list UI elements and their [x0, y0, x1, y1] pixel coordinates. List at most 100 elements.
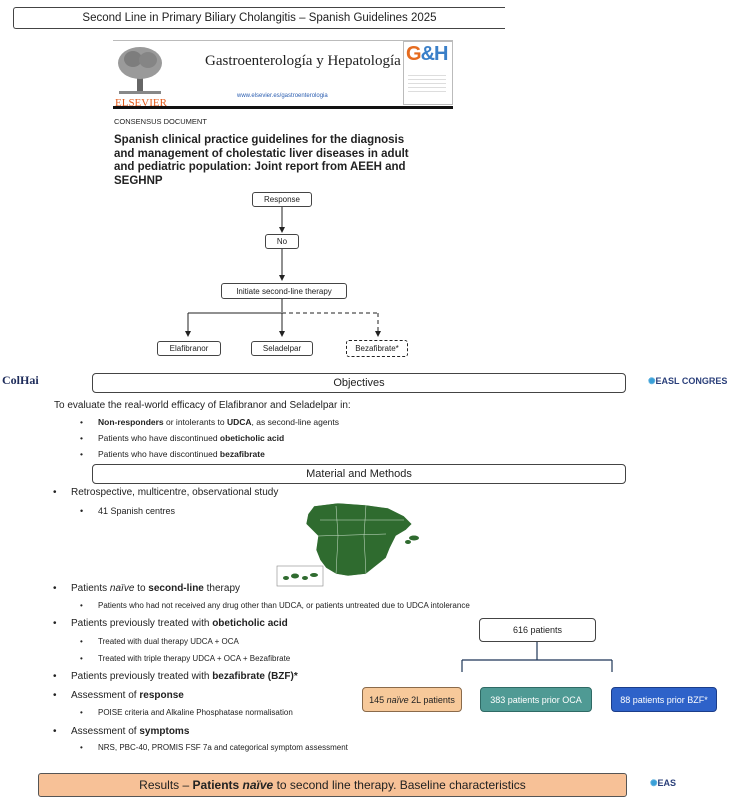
oca-patients-label: 383 patients prior OCA — [490, 694, 582, 705]
results-banner: Results – Patients naïve to second line … — [38, 773, 627, 797]
flow-response: Response — [252, 192, 312, 207]
objectives-header-label: Objectives — [333, 377, 385, 389]
objective-bold: UDCA — [226, 417, 252, 427]
objective-bold: bezafibrate — [219, 449, 265, 459]
flow-initiate-label: Initiate second-line therapy — [236, 286, 332, 296]
bottom-partial-logo: ✺EAS — [650, 778, 676, 789]
method-text: Retrospective, multicentre, observationa… — [71, 487, 279, 498]
method-text-part: Assessment of — [71, 726, 140, 737]
bottom-partial-logo-text: EAS — [657, 778, 677, 788]
bzf-patients-box: 88 patients prior BZF* — [611, 687, 717, 712]
method-text: Patients previously treated with obetich… — [71, 618, 288, 629]
objective-item-text: Patients who have discontinued bezafibra… — [98, 449, 265, 459]
flow-option-label: Bezafibrate* — [355, 344, 399, 353]
spain-map — [276, 502, 419, 587]
method-text: Patients naïve to second-line therapy — [71, 583, 240, 594]
flow-option-elafibranor: Elafibranor — [157, 341, 221, 356]
bullet-dot: • — [80, 506, 84, 516]
right-partial-logo: ✺EASL CONGRES — [648, 376, 738, 387]
objectives-intro: To evaluate the real-world efficacy of E… — [54, 400, 351, 411]
journal-url[interactable]: www.elsevier.es/gastroenterologia — [237, 93, 328, 99]
journal-cover: G&H — [403, 41, 453, 105]
results-bold: Patients — [192, 778, 243, 792]
right-partial-logo-text: EASL CONGRES — [655, 376, 728, 386]
bullet-dot: • — [53, 671, 57, 682]
bullet-dot: • — [80, 654, 83, 663]
method-text-part: to — [134, 583, 149, 594]
naive-count: 145 — [369, 694, 387, 705]
bullet-dot: • — [53, 487, 57, 498]
bzf-patients-label: 88 patients prior BZF* — [620, 694, 708, 705]
slide-title: Second Line in Primary Biliary Cholangit… — [82, 12, 437, 24]
methods-header: Material and Methods — [92, 464, 626, 484]
objective-text: , as second-line agents — [251, 417, 339, 427]
method-text: Assessment of response — [71, 690, 184, 701]
method-text-part: Patients — [71, 583, 110, 594]
method-sub-text: 41 Spanish centres — [98, 506, 176, 516]
cover-lines — [408, 72, 446, 94]
total-patients-box: 616 patients — [479, 618, 596, 642]
flow-response-label: Response — [263, 195, 301, 204]
method-sub-text: POISE criteria and Alkaline Phosphatase … — [98, 708, 293, 717]
bullet-dot: • — [53, 726, 57, 737]
document-type: CONSENSUS DOCUMENT — [114, 117, 207, 126]
method-text-part: Assessment of — [71, 690, 140, 701]
method-sub-text: NRS, PBC-40, PROMIS FSF 7a and categoric… — [98, 743, 348, 752]
methods-header-label: Material and Methods — [306, 468, 412, 480]
objective-bold: Non-responders — [98, 417, 164, 427]
bullet-dot: • — [53, 618, 57, 629]
objective-text: Patients who have discontinued — [98, 433, 220, 443]
bullet-dot: • — [80, 601, 83, 610]
results-post: to second line therapy. Baseline charact… — [273, 778, 526, 792]
objective-item-text: Non-responders or intolerants to UDCA, a… — [98, 417, 339, 427]
oca-patients-box: 383 patients prior OCA — [480, 687, 592, 712]
bullet-dot: • — [80, 637, 83, 646]
method-text-bold: response — [139, 690, 184, 701]
results-pre: Results – — [139, 778, 193, 792]
article-title: Spanish clinical practice guidelines for… — [114, 134, 409, 188]
naive-patients-box: 145 naïve 2L patients — [362, 687, 462, 712]
method-text-bold: second-line — [148, 583, 204, 594]
method-text-bold: bezafibrate (BZF)* — [212, 671, 298, 682]
flow-no-label: No — [276, 237, 288, 246]
bullet-dot: • — [80, 708, 83, 717]
objectives-header: Objectives — [92, 373, 626, 393]
journal-divider — [113, 106, 453, 109]
bullet-dot: • — [53, 690, 57, 701]
easl-icon: ✺ — [648, 376, 656, 386]
flow-option-label: Seladelpar — [262, 344, 302, 353]
flow-no: No — [265, 234, 299, 249]
journal-header: ELSEVIER Gastroenterología y Hepatología… — [113, 40, 453, 111]
left-partial-logo: ColHai — [2, 373, 39, 387]
method-text-italic: naïve — [109, 583, 135, 594]
elsevier-tree-logo — [118, 47, 162, 94]
flowchart-connectors — [185, 207, 381, 337]
bullet-dot: • — [53, 583, 57, 594]
journal-name: Gastroenterología y Hepatología — [205, 53, 401, 69]
bullet-dot: • — [80, 417, 83, 427]
method-sub-text: Treated with triple therapy UDCA + OCA +… — [98, 654, 291, 663]
bullet-dot: • — [80, 449, 83, 459]
slide-title-bar: Second Line in Primary Biliary Cholangit… — [13, 7, 505, 29]
objective-text: or intolerants to — [163, 417, 227, 427]
flow-initiate: Initiate second-line therapy — [221, 283, 347, 299]
easl-icon: ✺ — [650, 778, 658, 788]
cover-logo: G&H — [406, 43, 448, 65]
naive-italic: naïve — [386, 694, 409, 705]
bullet-dot: • — [80, 743, 83, 752]
flow-option-bezafibrate: Bezafibrate* — [346, 340, 408, 357]
objective-item-text: Patients who have discontinued obetichol… — [98, 433, 284, 443]
method-text: Patients previously treated with bezafib… — [71, 671, 298, 682]
bullet-dot: • — [80, 433, 83, 443]
article-title-line: and management of cholestatic liver dise… — [114, 147, 409, 160]
results-bold-italic: naïve — [242, 778, 274, 792]
method-sub-text: Patients who had not received any drug o… — [98, 601, 470, 610]
method-sub-text: Treated with dual therapy UDCA + OCA — [98, 637, 239, 646]
naive-rest: 2L patients — [408, 694, 455, 705]
total-patients-label: 616 patients — [512, 625, 563, 635]
objective-bold: obeticholic acid — [219, 433, 285, 443]
method-text-part: Patients previously treated with — [71, 671, 213, 682]
flow-option-label: Elafibranor — [169, 344, 209, 353]
method-text-bold: symptoms — [139, 726, 190, 737]
